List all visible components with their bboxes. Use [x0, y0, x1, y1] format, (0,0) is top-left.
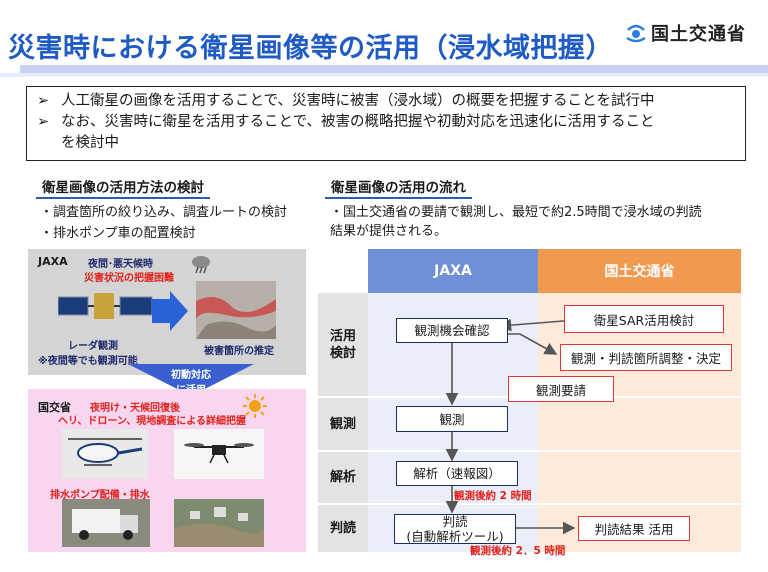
sar-review-box: 衛星SAR活用検討: [564, 305, 724, 333]
jaxa-panel: JAXA 夜間･悪天候時 災害状況の把握困難 レーダ観測 ※夜間等でも観測可能 …: [28, 249, 306, 375]
method-bullet: ・排水ポンプ車の配置検討: [40, 226, 196, 241]
summary-item: ➢ 人工衛星の画像を活用することで、災害時に被害（浸水域）の概要を把握することを…: [37, 91, 735, 112]
night-note: ※夜間等でも観測可能: [38, 356, 138, 367]
method-bullet: ・調査箇所の絞り込み、調査ルートの検討: [40, 205, 288, 220]
interpret-box: 判読 (自動解析ツール): [394, 514, 516, 544]
row-separator: [318, 450, 741, 452]
summary-text: 人工衛星の画像を活用することで、災害時に被害（浸水域）の概要を把握することを試行…: [61, 93, 655, 109]
sun-icon: [243, 394, 267, 418]
mlit-panel: 国交省 夜明け・天候回復後 ヘリ、ドローン、現地調査による詳細把握 排水ポンプ配…: [28, 389, 306, 552]
storm-cloud-icon: [192, 256, 210, 274]
summary-item: を検討中: [37, 133, 735, 154]
logo-text: 国土交通省: [651, 24, 746, 45]
mlit-panel-label: 国交省: [38, 401, 71, 414]
row-label-katsuyo: 活用 検討: [318, 293, 368, 397]
pump-caption: 排水ポンプ配備・排水: [50, 490, 150, 501]
time-note-2h: 観測後約 2 時間: [454, 490, 532, 502]
drone-photo: [174, 429, 264, 479]
radar-caption: レーダ観測: [68, 341, 118, 352]
summary-text: を検討中: [61, 135, 119, 151]
time-note-2-5h: 観測後約 2．5 時間: [470, 545, 566, 557]
jaxa-column-header: JAXA: [368, 249, 538, 293]
jaxa-panel-label: JAXA: [38, 255, 68, 268]
right-arrow-icon: [152, 291, 188, 331]
page-title: 災害時における衛星画像等の活用（浸水域把握）: [8, 33, 613, 64]
arrow-bullet-icon: ➢: [37, 114, 50, 130]
row-label-handoku: 判読: [318, 504, 368, 552]
row-label-kansoku: 観測: [318, 397, 368, 451]
mlit-logo: 国土交通省: [625, 20, 746, 46]
opportunity-box: 観測機会確認: [396, 318, 508, 343]
left-section-heading: 衛星画像の活用方法の検討: [36, 175, 210, 199]
mlit-column-header: 国土交通省: [538, 249, 741, 293]
estimate-caption: 被害箇所の推定: [204, 346, 274, 357]
mlit-detail: ヘリ、ドローン、現地調査による詳細把握: [58, 416, 246, 427]
mlit-emblem-icon: [626, 24, 646, 43]
summary-text: なお、災害時に衛星を活用することで、被害の概略把握や初動対応を迅速化に活用するこ…: [61, 114, 655, 130]
title-band-light: [0, 73, 768, 77]
result-box: 判読結果 活用: [578, 516, 690, 541]
observe-box: 観測: [396, 406, 508, 432]
row-separator: [318, 503, 741, 505]
summary-box: ➢ 人工衛星の画像を活用することで、災害時に被害（浸水域）の概要を把握することを…: [26, 86, 746, 161]
request-box: 観測要請: [508, 376, 614, 402]
damage-map-image: [196, 281, 276, 339]
flow-description: ・国土交通省の要請で観測し、最短で約2.5時間で浸水域の判読: [330, 205, 702, 220]
title-band: [20, 65, 768, 73]
mlit-condition: 夜明け・天候回復後: [90, 403, 180, 414]
arrow-bullet-icon: ➢: [37, 93, 50, 109]
pump-truck-photo: [62, 499, 150, 547]
right-section-heading: 衛星画像の活用の流れ: [325, 175, 472, 199]
summary-item: ➢ なお、災害時に衛星を活用することで、被害の概略把握や初動対応を迅速化に活用す…: [37, 112, 735, 133]
row-label-kaiseki: 解析: [318, 451, 368, 504]
helicopter-photo: [62, 429, 148, 479]
adjust-box: 観測・判読箇所調整・決定: [560, 344, 732, 371]
down-arrow-icon: [128, 364, 254, 396]
jaxa-difficulty: 災害状況の把握困難: [84, 273, 174, 284]
satellite-icon: [58, 293, 153, 319]
aerial-flood-photo: [174, 499, 264, 547]
flow-description: 結果が提供される。: [330, 224, 448, 239]
analyze-box: 解析（速報図）: [396, 461, 518, 486]
jaxa-condition: 夜間･悪天候時: [88, 259, 153, 270]
